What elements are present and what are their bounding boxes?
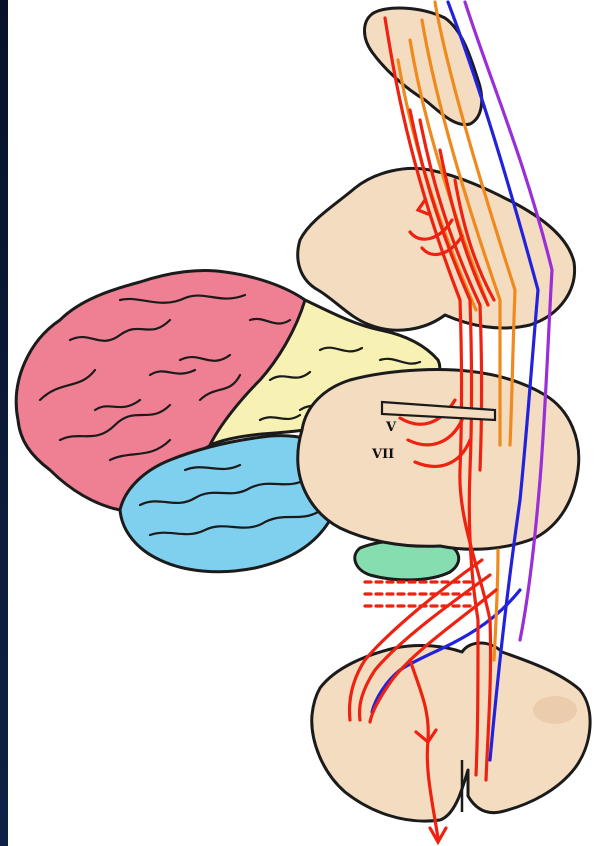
section-medulla [312, 643, 590, 821]
brainstem-pathway-diagram: V VII [8, 0, 599, 846]
diagram-panel: V VII [8, 0, 599, 846]
medulla-shade [533, 696, 577, 724]
nerve-label-upper: V [385, 420, 397, 435]
tract-orange-lower [494, 550, 498, 660]
nerve-label-lower: VII [371, 447, 394, 462]
